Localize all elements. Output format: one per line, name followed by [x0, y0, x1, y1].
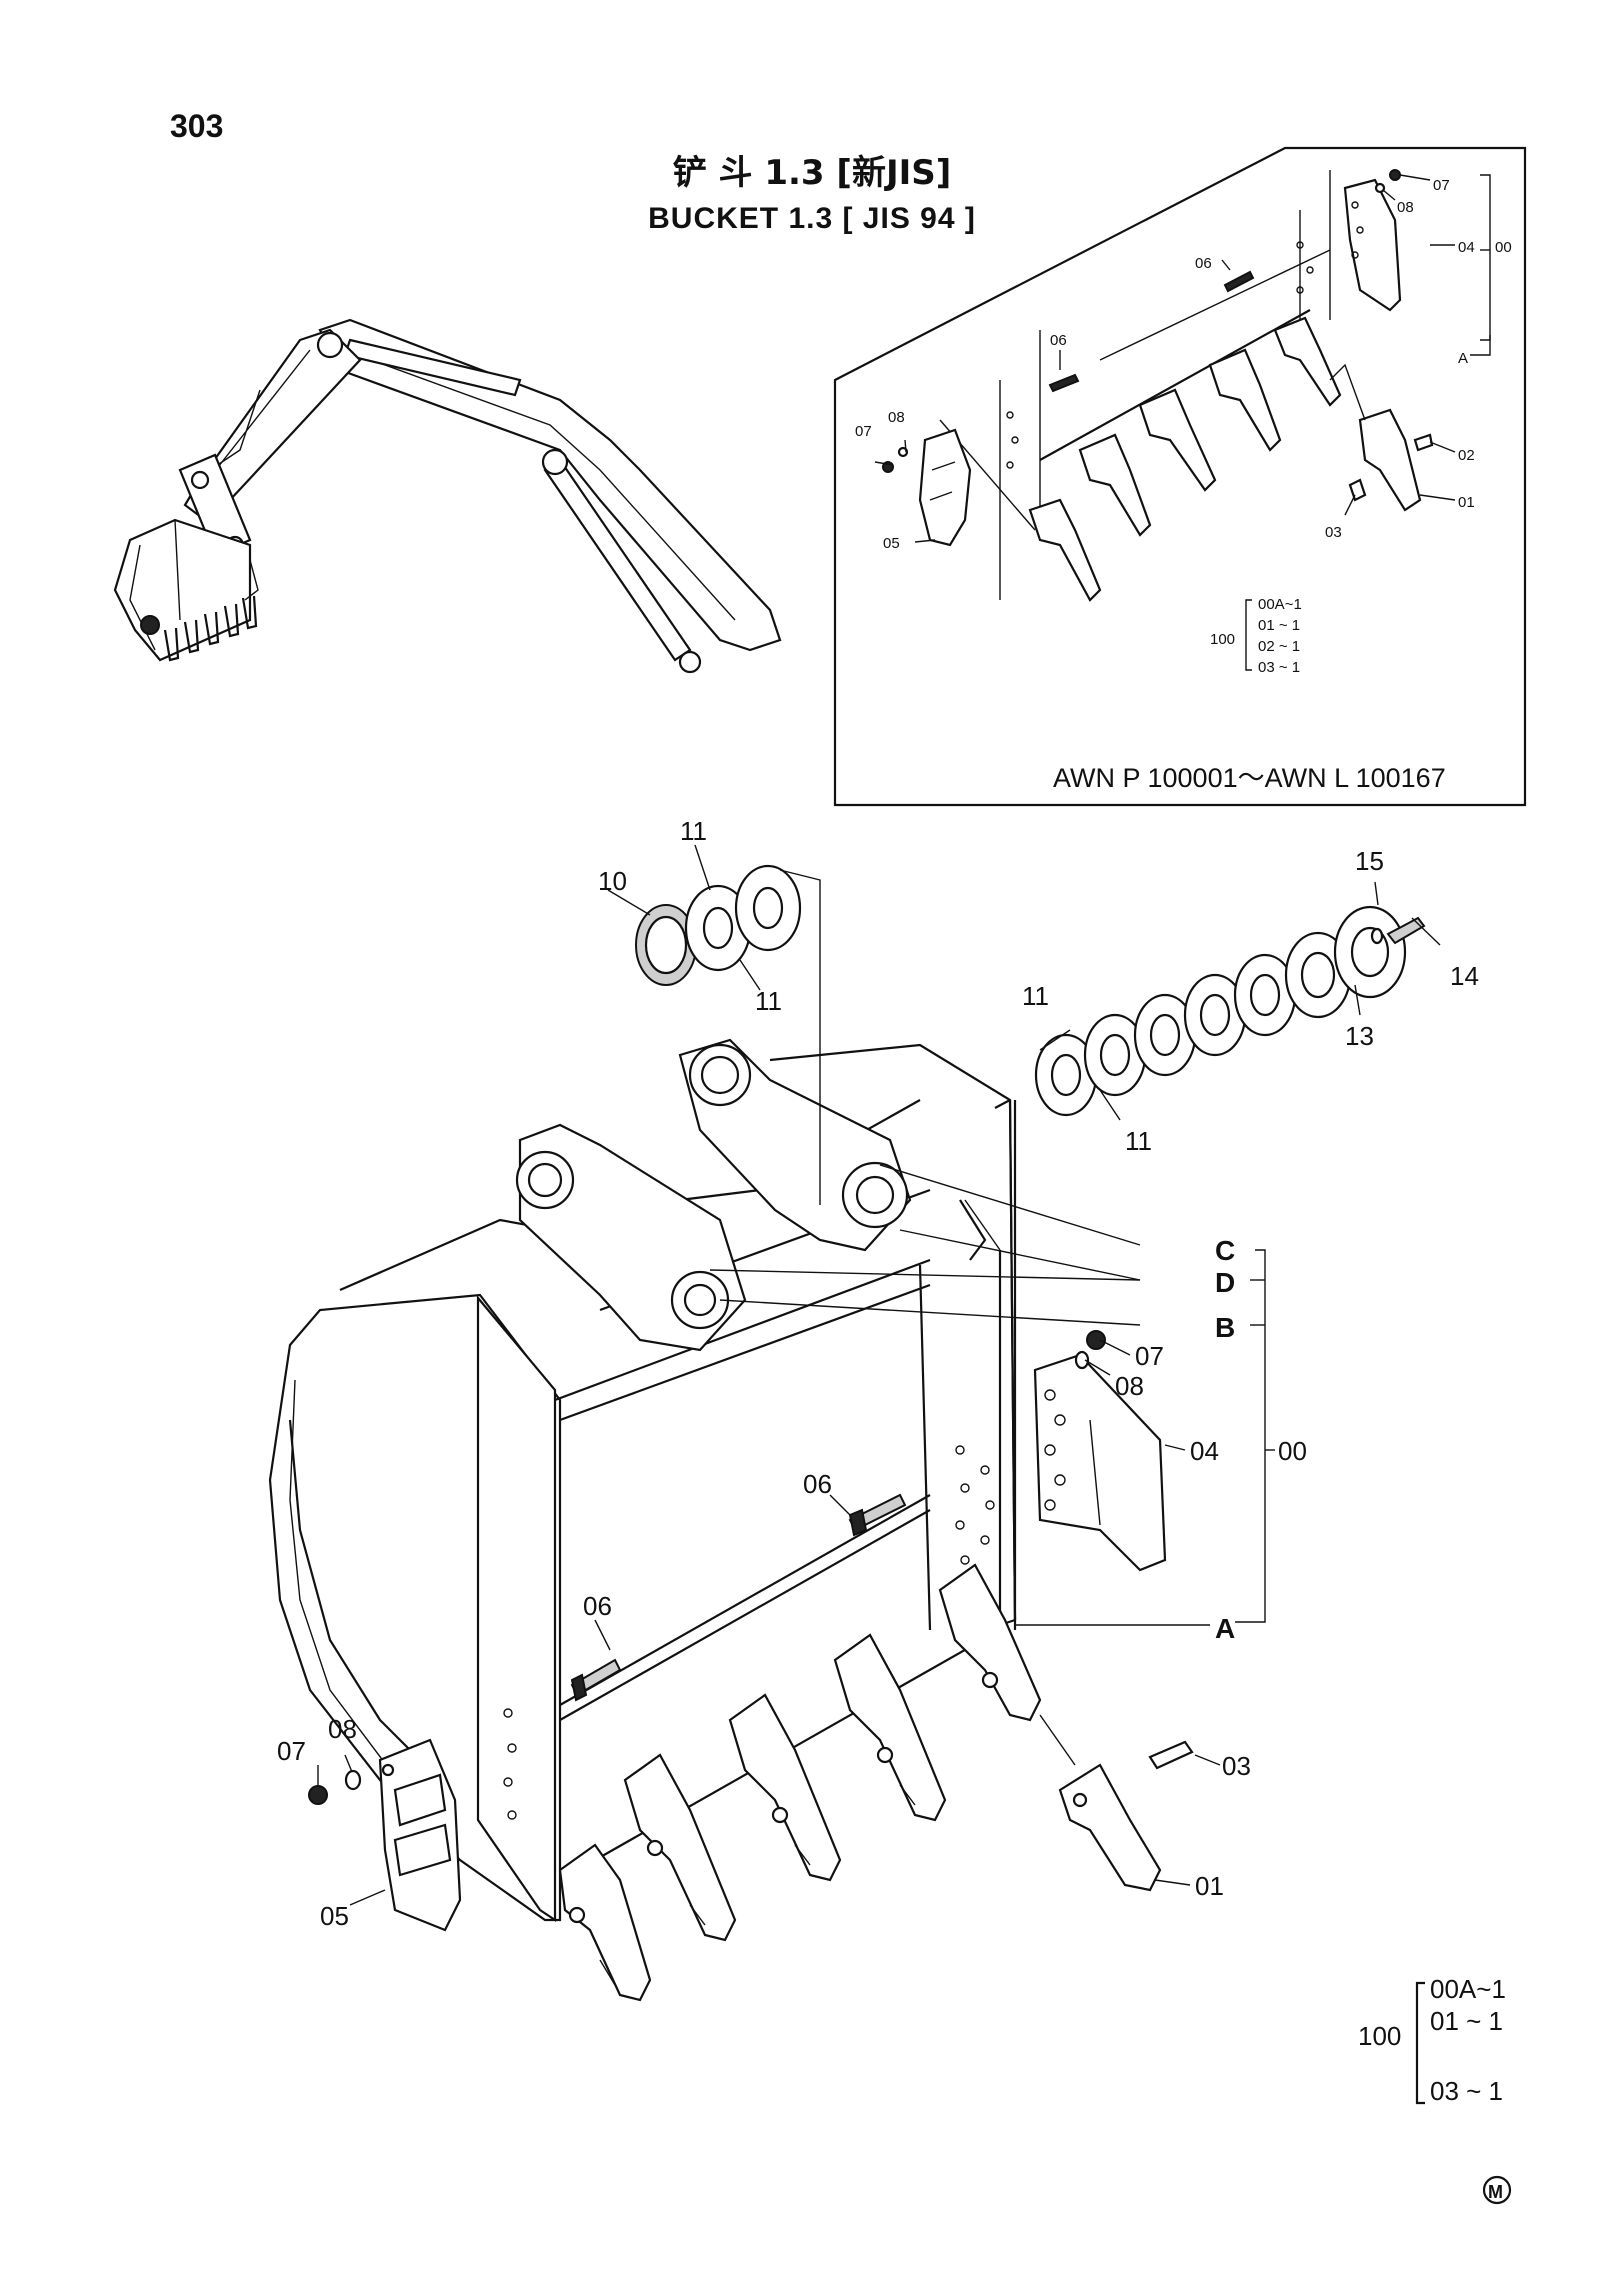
washer-08-left: [344, 1769, 362, 1791]
inset-detail: 07 08 04 00 06 06 A 07 08 05 02 01 03 10…: [833, 146, 1527, 807]
bucket-assembly: [268, 1038, 1194, 2002]
inset-callout-04: 04: [1458, 239, 1475, 256]
page-title-en: BUCKET 1.3 [ JIS 94 ]: [648, 202, 976, 235]
page-number: 303: [170, 108, 224, 144]
inset-teeth: [1028, 316, 1422, 602]
inset-qty-group: 100 00A~1 01 ~ 1 02 ~ 1 03 ~ 1: [1210, 596, 1302, 676]
inset-callout-01: 01: [1458, 494, 1475, 511]
callout-C: C: [1215, 1235, 1235, 1266]
callout-14: 14: [1450, 961, 1479, 991]
svg-text:100: 100: [1358, 2021, 1401, 2051]
callout-03: 03: [1222, 1751, 1251, 1781]
callout-B: B: [1215, 1312, 1235, 1343]
inset-callout-A: A: [1458, 350, 1468, 367]
callout-01: 01: [1195, 1871, 1224, 1901]
nut-07-right: [1086, 1330, 1106, 1350]
bolt-14: [1386, 916, 1426, 945]
svg-text:100: 100: [1210, 631, 1235, 648]
inset-callout-07: 07: [1433, 177, 1450, 194]
callout-11-right-lower: 11: [1125, 1126, 1152, 1156]
excavator-arm-illustration: [113, 318, 782, 674]
inset-callout-06a: 06: [1195, 255, 1212, 272]
tooth-adapters: [568, 1671, 999, 1924]
callout-10: 10: [598, 866, 627, 896]
callout-11-right: 11: [1022, 981, 1049, 1011]
serial-range: AWN P 100001～AWN L 100167: [1053, 763, 1446, 793]
svg-text:03 ~ 1: 03 ~ 1: [1430, 2076, 1503, 2106]
callout-05: 05: [320, 1901, 349, 1931]
svg-text:00A~1: 00A~1: [1430, 1974, 1506, 2004]
callout-04: 04: [1190, 1436, 1219, 1466]
page-title-cn: 铲 斗 1.3 [新JIS]: [672, 153, 952, 193]
bucket-teeth: [558, 1563, 1042, 2002]
side-cutter-right: [1033, 1353, 1167, 1572]
nut-07-left: [308, 1785, 328, 1805]
loose-tooth: [1058, 1763, 1162, 1892]
callout-06-lower: 06: [583, 1591, 612, 1621]
inset-callout-08b: 08: [888, 409, 905, 426]
pin-03: [1148, 1740, 1194, 1770]
inset-callout-03: 03: [1325, 524, 1342, 541]
callout-11-top: 11: [680, 816, 707, 846]
callout-13: 13: [1345, 1021, 1374, 1051]
svg-text:00A~1: 00A~1: [1258, 596, 1302, 613]
svg-text:01 ~ 1: 01 ~ 1: [1430, 2006, 1503, 2036]
leader-lines: [317, 844, 1441, 1906]
callout-08-right: 08: [1115, 1371, 1144, 1401]
callout-15: 15: [1355, 846, 1384, 876]
svg-text:01 ~ 1: 01 ~ 1: [1258, 617, 1300, 634]
side-holes: [503, 1445, 995, 1820]
svg-text:03 ~ 1: 03 ~ 1: [1258, 659, 1300, 676]
callout-A: A: [1215, 1613, 1235, 1644]
inset-callout-02: 02: [1458, 447, 1475, 464]
inset-callout-00: 00: [1495, 239, 1512, 256]
callout-00: 00: [1278, 1436, 1307, 1466]
callout-07-left: 07: [277, 1736, 306, 1766]
shims-and-bushings: [635, 864, 1426, 1117]
inset-callout-05: 05: [883, 535, 900, 552]
inset-callout-07b: 07: [855, 423, 872, 440]
footer-mark: M: [1482, 2175, 1512, 2205]
inset-callout-08: 08: [1397, 199, 1414, 216]
main-qty-group: 100 00A~1 01 ~ 1 03 ~ 1: [1358, 1974, 1506, 2106]
svg-text:M: M: [1488, 2182, 1503, 2202]
callout-D: D: [1215, 1267, 1235, 1298]
callout-08-left: 08: [328, 1714, 357, 1744]
callout-11-mid: 11: [755, 986, 782, 1016]
inset-callout-06b: 06: [1050, 332, 1067, 349]
washer-08-right: [1074, 1350, 1090, 1370]
callout-07-right: 07: [1135, 1341, 1164, 1371]
svg-text:02 ~ 1: 02 ~ 1: [1258, 638, 1300, 655]
callout-06-upper: 06: [803, 1469, 832, 1499]
